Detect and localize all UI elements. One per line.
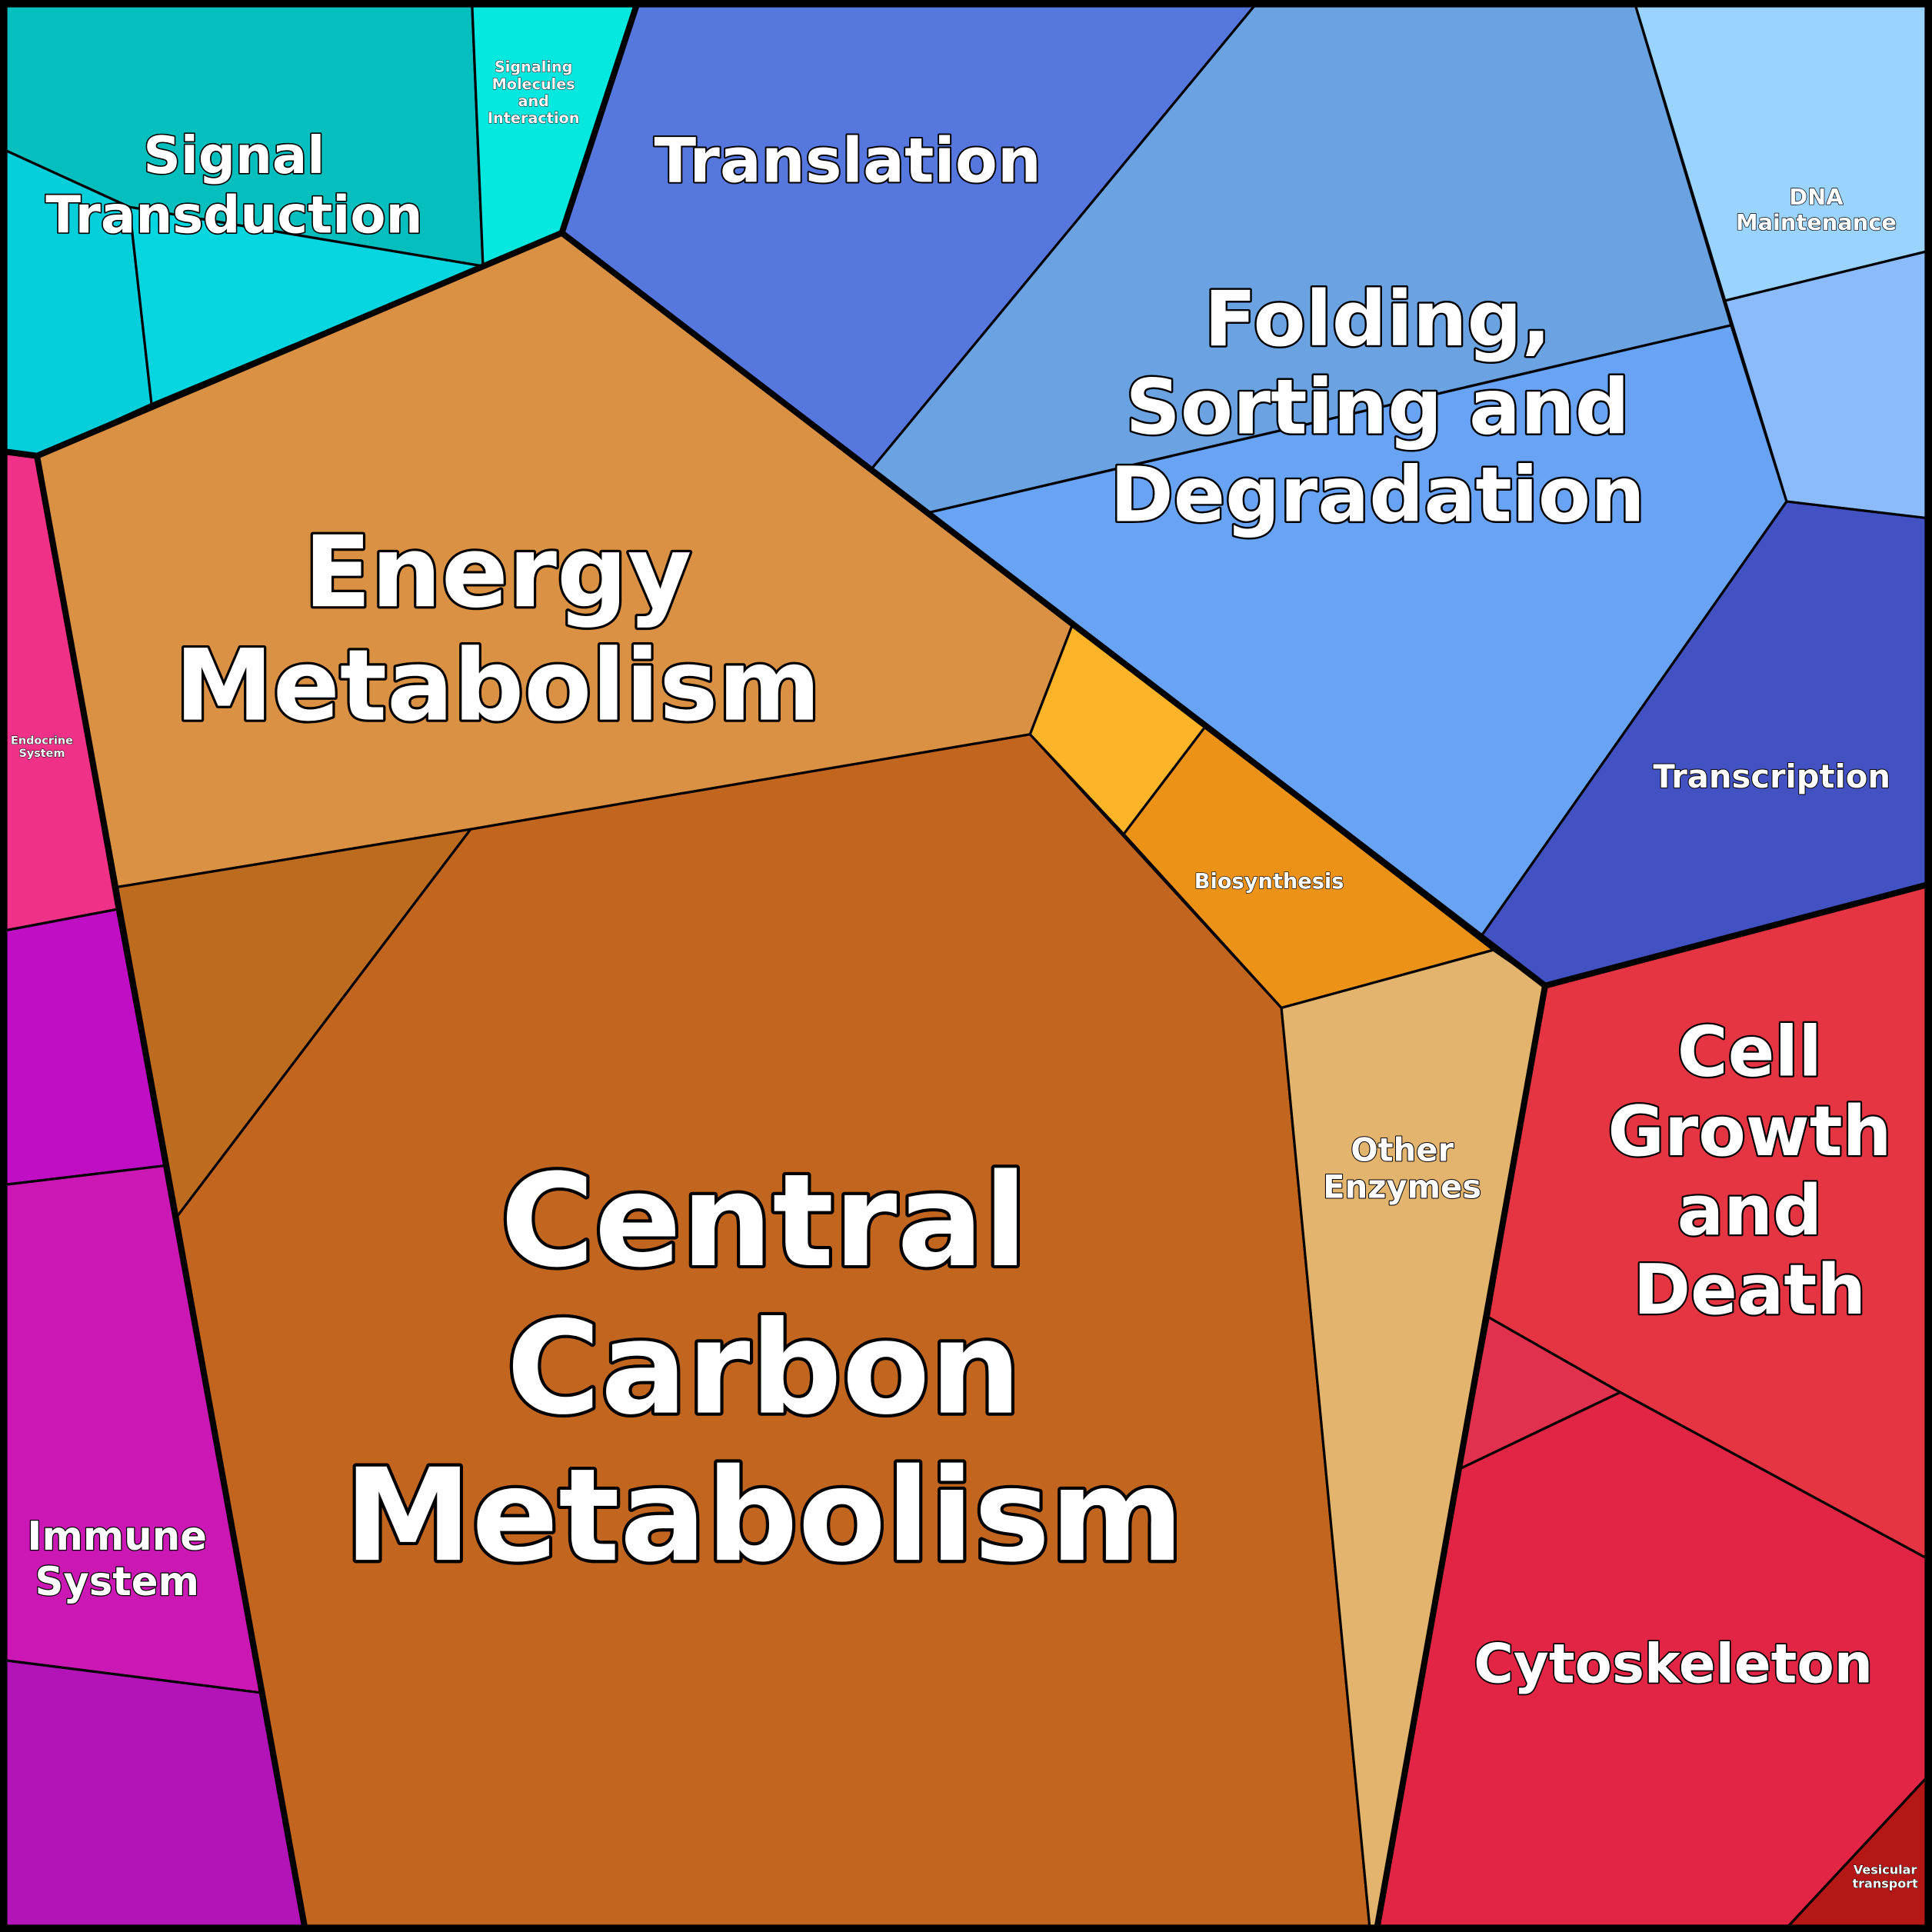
label-line: Translation: [655, 125, 1041, 196]
label-line: Endocrine: [11, 735, 73, 748]
label-biosynthesis: Biosynthesis: [1194, 870, 1344, 894]
label-line: transport: [1852, 1877, 1918, 1891]
label-transcription: Transcription: [1653, 758, 1890, 795]
cell-vesicular-transport[interactable]: [1781, 1770, 1932, 1932]
group-boundary: [1373, 984, 1548, 1932]
label-cytoskeleton: Cytoskeleton: [1474, 1632, 1873, 1695]
label-line: Central: [501, 1147, 1028, 1296]
label-line: Death: [1634, 1251, 1867, 1331]
label-line: Transcription: [1653, 758, 1890, 795]
label-line: Metabolism: [175, 629, 821, 744]
label-line: and: [518, 92, 548, 110]
cell-dna-maintenance-b[interactable]: [1724, 248, 1932, 521]
label-line: Enzymes: [1323, 1168, 1481, 1205]
label-line: Biosynthesis: [1194, 870, 1344, 894]
label-line: and: [1677, 1171, 1823, 1251]
label-line: Vesicular: [1854, 1862, 1917, 1877]
cell-cytoskeleton[interactable]: [1374, 1391, 1932, 1932]
label-line: Signal: [143, 125, 325, 185]
label-translation: Translation: [655, 125, 1041, 196]
cell-dna-maintenance[interactable]: [1632, 0, 1932, 302]
label-line: Interaction: [488, 109, 580, 127]
label-line: Carbon: [507, 1294, 1021, 1444]
label-line: Folding,: [1204, 275, 1551, 364]
label-line: Cytoskeleton: [1474, 1632, 1873, 1695]
label-line: Metabolism: [344, 1441, 1184, 1591]
group-boundary: [0, 0, 641, 459]
cell-immune-c[interactable]: [0, 1658, 307, 1932]
label-line: DNA: [1789, 184, 1844, 210]
label-line: System: [18, 748, 65, 760]
label-line: Immune: [27, 1514, 207, 1560]
label-line: Molecules: [492, 75, 575, 93]
label-line: Degradation: [1110, 451, 1644, 540]
group-boundary: [34, 455, 309, 1932]
label-line: Cell: [1677, 1013, 1822, 1093]
label-line: Sorting and: [1125, 363, 1629, 451]
label-line: Energy: [304, 515, 691, 630]
label-line: Signaling: [495, 58, 572, 76]
label-line: Growth: [1607, 1092, 1891, 1172]
label-line: Maintenance: [1736, 209, 1897, 235]
label-line: Transduction: [45, 185, 422, 245]
label-line: Other: [1351, 1131, 1454, 1168]
label-line: System: [35, 1559, 198, 1605]
